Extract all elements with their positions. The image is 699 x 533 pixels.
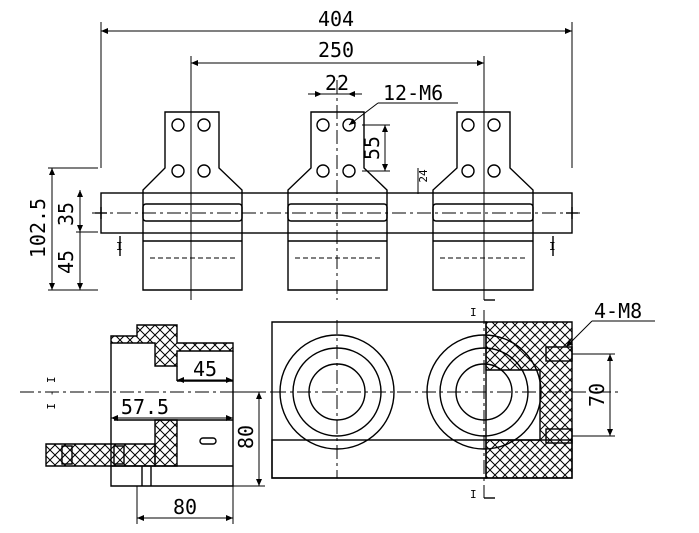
dim-text-35: 35 <box>54 202 78 226</box>
section-mark-right: I <box>549 240 556 253</box>
dim-text-80-vertical: 80 <box>234 425 258 449</box>
dim-text-24: 24 <box>417 169 430 183</box>
section-mark-top: I <box>470 306 477 319</box>
section-mark-bottom: I <box>470 488 477 501</box>
top-view: 404 250 22 12-M6 55 24 102.5 35 45 <box>26 7 580 300</box>
dim-text-80-horizontal: 80 <box>173 495 197 519</box>
clamp-block-1 <box>142 111 243 291</box>
section-view: I - I 45 57.5 80 80 <box>20 324 280 524</box>
dim-text-45-section: 45 <box>193 357 217 381</box>
callout-12-m6: 12-M6 <box>383 81 443 105</box>
dim-text-57-5: 57.5 <box>121 395 169 419</box>
dim-text-45: 45 <box>54 250 78 274</box>
front-view: 4-M8 70 I I <box>271 299 655 501</box>
section-mark-left: I <box>116 240 123 253</box>
dim-text-102-5: 102.5 <box>26 198 50 258</box>
dim-text-250: 250 <box>318 38 354 62</box>
section-label: I - I <box>45 376 58 409</box>
clamp-block-3 <box>432 111 534 291</box>
callout-4-m8: 4-M8 <box>594 299 642 323</box>
dim-text-404: 404 <box>318 7 354 31</box>
dim-text-70: 70 <box>585 383 609 407</box>
